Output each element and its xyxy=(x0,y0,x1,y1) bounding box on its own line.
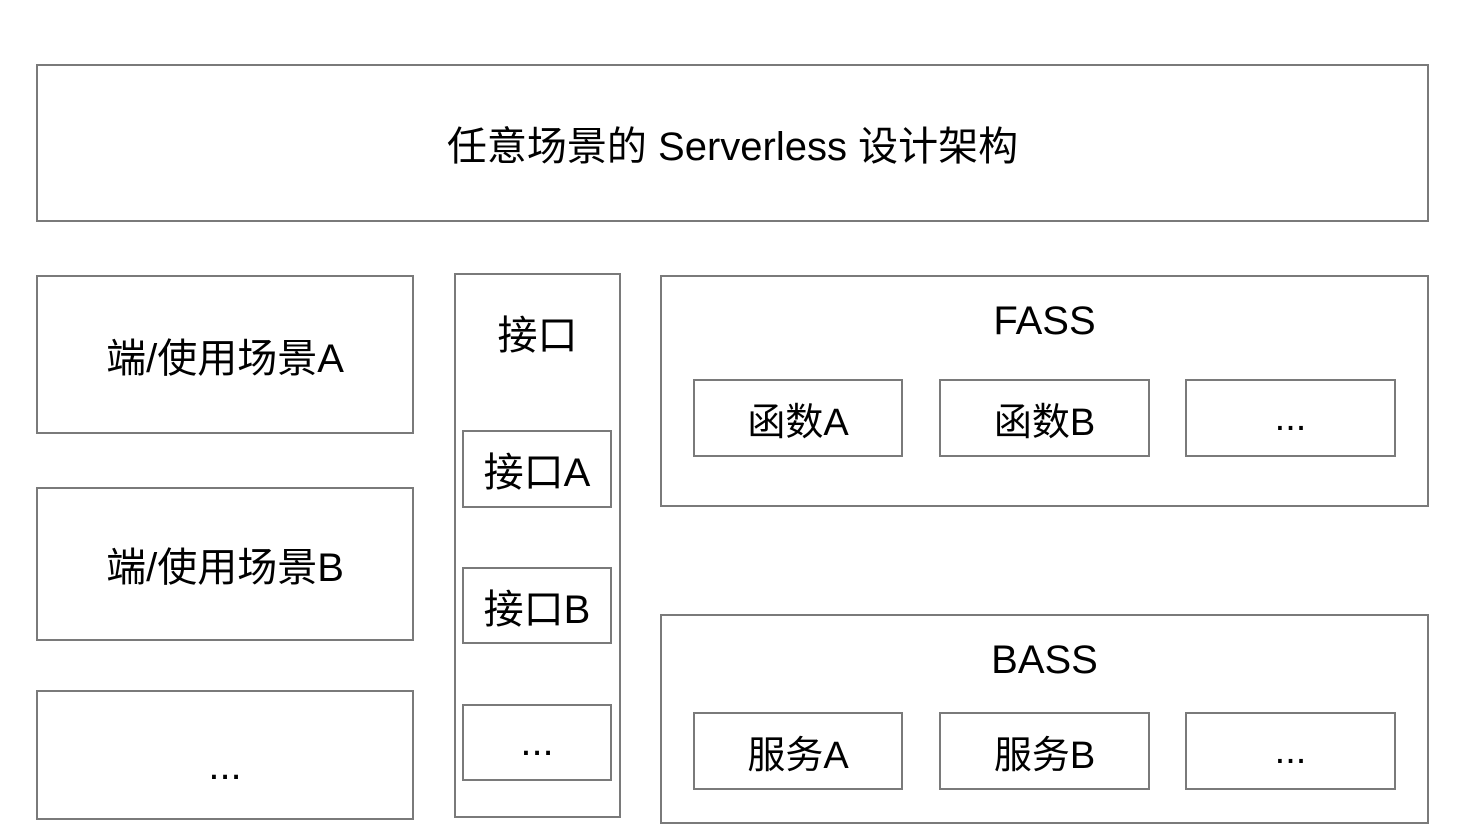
service-b-label: 服务B xyxy=(993,734,1096,777)
fass-title: FASS xyxy=(993,299,1096,343)
client-scenario-more: ... xyxy=(36,690,414,820)
interface-b: 接口B xyxy=(462,567,612,644)
interface-b-label: 接口B xyxy=(483,587,591,632)
interfaces-title: 接口 xyxy=(497,314,578,358)
function-b-label: 函数B xyxy=(993,401,1096,444)
client-scenario-b-label: 端/使用场景B xyxy=(106,546,344,590)
interface-a: 接口A xyxy=(462,430,612,508)
client-scenario-b: 端/使用场景B xyxy=(36,487,414,641)
service-more: ... xyxy=(1185,712,1396,790)
interface-more: ... xyxy=(462,704,612,781)
function-b: 函数B xyxy=(939,379,1150,457)
client-scenario-a: 端/使用场景A xyxy=(36,275,414,434)
service-more-label: ... xyxy=(1274,729,1307,772)
architecture-title: 任意场景的 Serverless 设计架构 xyxy=(446,125,1019,169)
bass-title: BASS xyxy=(991,638,1098,682)
client-scenario-a-label: 端/使用场景A xyxy=(106,336,344,381)
interface-a-label: 接口A xyxy=(483,451,591,495)
function-a: 函数A xyxy=(693,379,903,457)
interface-more-label: ... xyxy=(520,720,554,764)
client-scenario-more-label: ... xyxy=(208,744,242,788)
service-a-label: 服务A xyxy=(747,734,849,777)
function-more-label: ... xyxy=(1274,396,1307,439)
architecture-title-box: 任意场景的 Serverless 设计架构 xyxy=(36,64,1429,222)
service-a: 服务A xyxy=(693,712,903,790)
service-b: 服务B xyxy=(939,712,1150,790)
function-a-label: 函数A xyxy=(747,401,849,444)
function-more: ... xyxy=(1185,379,1396,457)
